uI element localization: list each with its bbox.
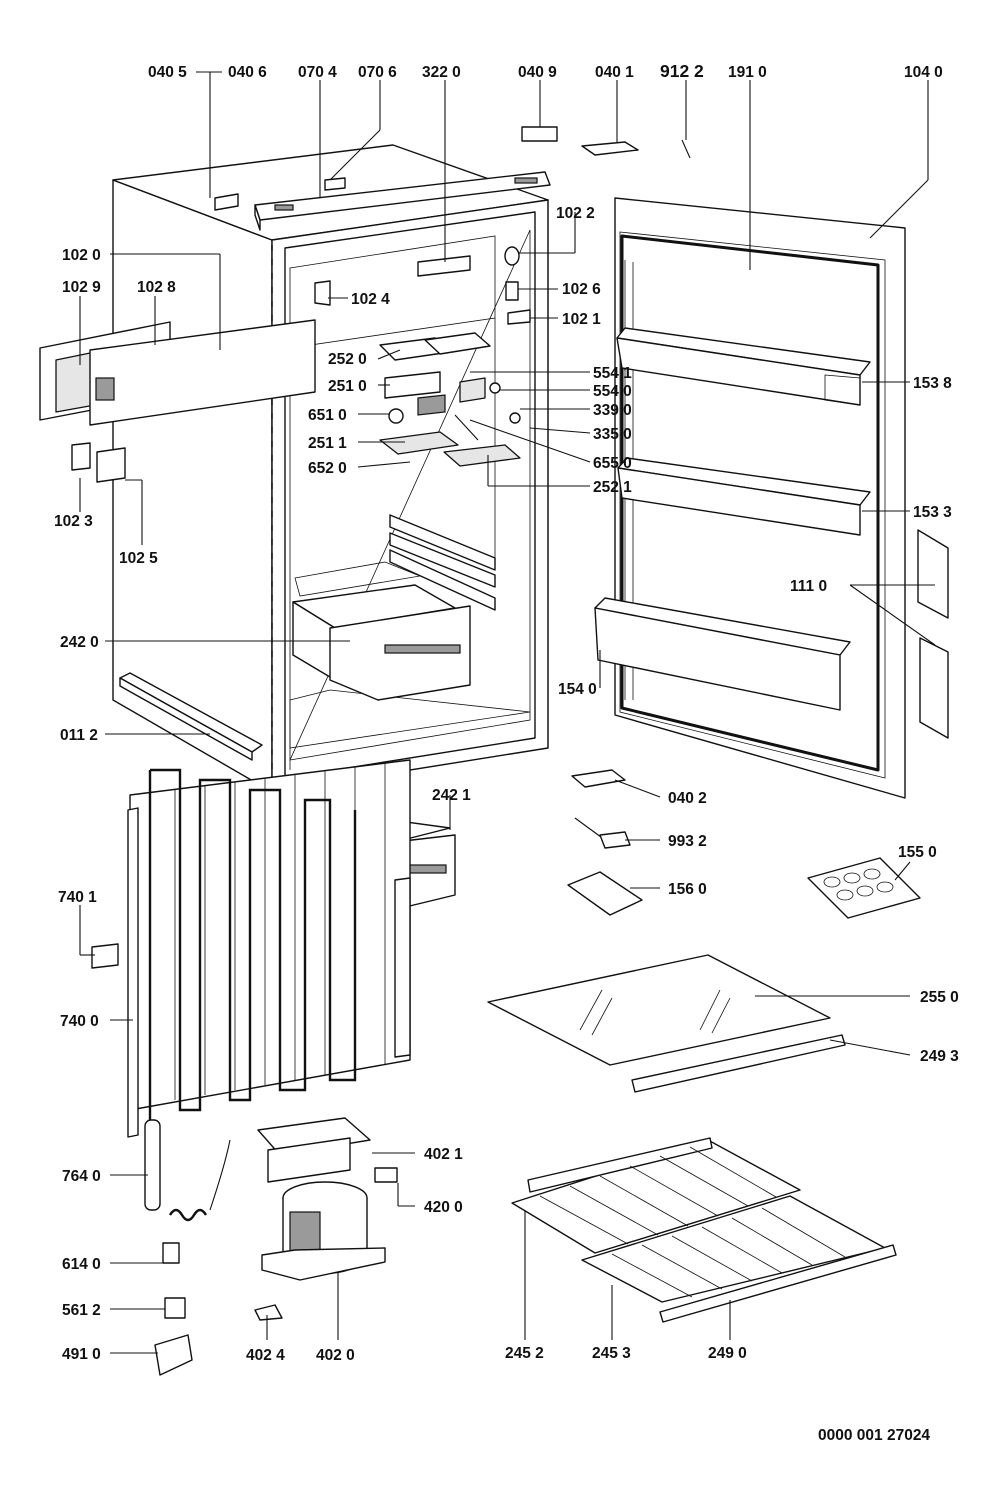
door-handle — [917, 529, 949, 739]
label-070-4: 070 4 — [298, 64, 337, 81]
part-labels: 040 5 040 6 070 4 070 6 322 0 040 9 040 … — [54, 61, 959, 1444]
control-panel-cover — [39, 319, 316, 426]
top-cover-strip — [254, 171, 551, 231]
label-153-8: 153 8 — [913, 375, 952, 392]
label-554-1: 554 1 — [593, 365, 632, 382]
label-153-3: 153 3 — [913, 504, 952, 521]
label-245-2: 245 2 — [505, 1345, 544, 1362]
small-parts-bottom-left — [91, 943, 283, 1376]
label-614-0: 614 0 — [62, 1256, 101, 1273]
door-shelf-lower — [594, 597, 851, 711]
label-651-0: 651 0 — [308, 407, 347, 424]
label-242-0: 242 0 — [60, 634, 99, 651]
label-252-0: 252 0 — [328, 351, 367, 368]
label-102-8: 102 8 — [137, 279, 176, 296]
label-491-0: 491 0 — [62, 1346, 101, 1363]
label-102-6: 102 6 — [562, 281, 601, 298]
door-shelf-upper — [616, 327, 871, 406]
label-040-6: 040 6 — [228, 64, 267, 81]
label-652-0: 652 0 — [308, 460, 347, 477]
drawing-number: 0000 001 27024 — [818, 1427, 930, 1444]
label-740-1: 740 1 — [58, 889, 97, 906]
hinge-bracket-parts — [71, 126, 691, 483]
bottom-rail — [119, 672, 263, 761]
compressor — [257, 1117, 398, 1281]
condenser-grid — [127, 759, 411, 1138]
label-040-5: 040 5 — [148, 64, 187, 81]
label-249-0: 249 0 — [708, 1345, 747, 1362]
label-111-0: 111 0 — [790, 578, 827, 595]
label-249-3: 249 3 — [920, 1048, 959, 1065]
label-561-2: 561 2 — [62, 1302, 101, 1319]
accessories — [567, 769, 921, 919]
label-102-0: 102 0 — [62, 247, 101, 264]
wire-shelves — [511, 1137, 897, 1323]
label-420-0: 420 0 — [424, 1199, 463, 1216]
label-554-0: 554 0 — [593, 383, 632, 400]
label-102-9: 102 9 — [62, 279, 101, 296]
label-655-0: 655 0 — [593, 455, 632, 472]
label-102-2: 102 2 — [556, 205, 595, 222]
label-322-0: 322 0 — [422, 64, 461, 81]
label-156-0: 156 0 — [668, 881, 707, 898]
label-102-1: 102 1 — [562, 311, 601, 328]
label-070-6: 070 6 — [358, 64, 397, 81]
label-154-0: 154 0 — [558, 681, 597, 698]
label-104-0: 104 0 — [904, 64, 943, 81]
label-764-0: 764 0 — [62, 1168, 101, 1185]
label-102-4: 102 4 — [351, 291, 390, 308]
label-402-4: 402 4 — [246, 1347, 285, 1364]
label-402-1: 402 1 — [424, 1146, 463, 1163]
small-hardware-top — [214, 177, 531, 325]
label-242-1: 242 1 — [432, 787, 471, 804]
label-993-2: 993 2 — [668, 833, 707, 850]
label-040-2: 040 2 — [668, 790, 707, 807]
label-155-0: 155 0 — [898, 844, 937, 861]
control-parts — [379, 332, 521, 467]
label-740-0: 740 0 — [60, 1013, 99, 1030]
label-339-0: 339 0 — [593, 402, 632, 419]
label-102-5: 102 5 — [119, 550, 158, 567]
label-251-1: 251 1 — [308, 435, 347, 452]
label-252-1: 252 1 — [593, 479, 632, 496]
label-191-0: 191 0 — [728, 64, 767, 81]
label-011-2: 011 2 — [60, 727, 98, 744]
label-040-9: 040 9 — [518, 64, 557, 81]
leader-lines — [79, 71, 936, 1354]
label-040-1: 040 1 — [595, 64, 634, 81]
cabinet-shelf-rails — [294, 514, 496, 611]
glass-shelf — [487, 954, 846, 1093]
label-255-0: 255 0 — [920, 989, 959, 1006]
label-912-2: 912 2 — [660, 61, 704, 81]
door-shelf-middle — [617, 457, 871, 536]
filter-dryer — [144, 1119, 231, 1222]
label-102-3: 102 3 — [54, 513, 93, 530]
label-251-0: 251 0 — [328, 378, 367, 395]
label-245-3: 245 3 — [592, 1345, 631, 1362]
label-402-0: 402 0 — [316, 1347, 355, 1364]
label-335-0: 335 0 — [593, 426, 632, 443]
